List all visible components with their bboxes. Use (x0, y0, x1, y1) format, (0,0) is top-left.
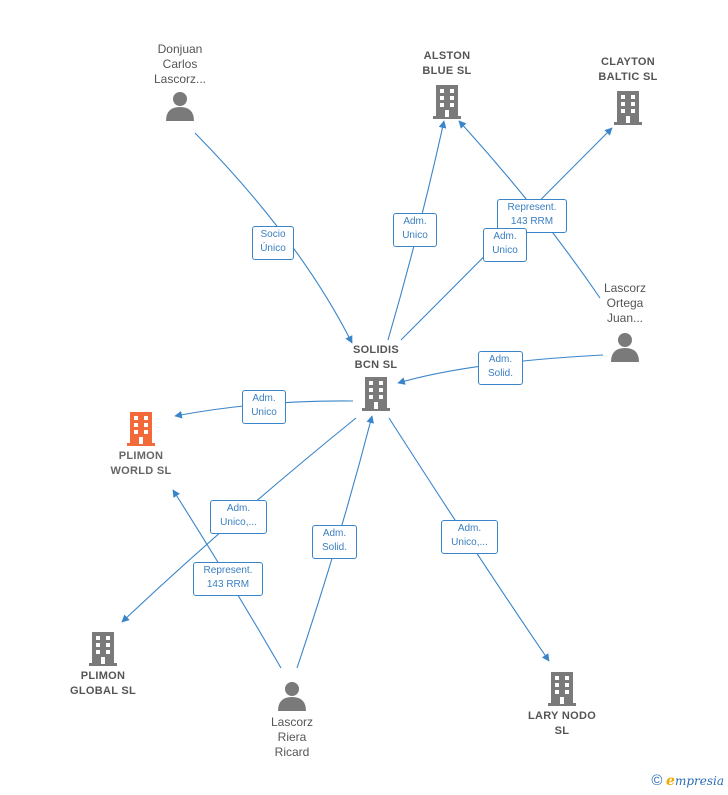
copyright-icon: © (651, 772, 663, 789)
empresia-watermark: © empresia (651, 772, 724, 789)
node-label: SOLIDIS BCN SL (352, 344, 400, 371)
node-company-plimon-global[interactable]: PLIMON GLOBAL SL (58, 630, 148, 699)
node-label: LARY NODO SL (527, 710, 597, 737)
brand-logo: empresia (666, 773, 724, 789)
building-icon (614, 91, 642, 125)
edge-label-adm-unico-alston[interactable]: Adm. Unico (393, 213, 437, 247)
node-company-clayton[interactable]: CLAYTON BALTIC SL (588, 55, 668, 125)
edge-label-represent-plimon-world[interactable]: Represent. 143 RRM (193, 562, 263, 596)
node-company-plimon-world[interactable]: PLIMON WORLD SL (96, 410, 186, 479)
edge-label-adm-unico-plimon-world[interactable]: Adm. Unico (242, 390, 286, 424)
node-company-alston[interactable]: ALSTON BLUE SL (409, 49, 485, 119)
node-label: CLAYTON BALTIC SL (598, 56, 658, 83)
person-icon (166, 92, 194, 121)
node-company-lary-nodo[interactable]: LARY NODO SL (520, 670, 604, 739)
node-label: PLIMON GLOBAL SL (69, 670, 137, 697)
edge-label-adm-solid-ortega[interactable]: Adm. Solid. (478, 351, 523, 385)
node-label: Lascorz Riera Ricard (270, 715, 314, 759)
person-icon (611, 333, 639, 362)
building-icon (362, 377, 390, 411)
edge-label-adm-unico-clayton[interactable]: Adm. Unico (483, 228, 527, 262)
building-icon (433, 85, 461, 119)
node-label: PLIMON WORLD SL (110, 450, 172, 477)
node-person-lascorz-ortega[interactable]: Lascorz Ortega Juan... (585, 281, 665, 362)
node-label: Donjuan Carlos Lascorz... (153, 42, 207, 86)
node-person-lascorz-riera[interactable]: Lascorz Riera Ricard (252, 681, 332, 760)
node-company-solidis[interactable]: SOLIDIS BCN SL (340, 343, 412, 411)
edge-label-adm-solid-riera[interactable]: Adm. Solid. (312, 525, 357, 559)
node-person-donjuan[interactable]: Donjuan Carlos Lascorz... (140, 42, 220, 121)
node-label: Lascorz Ortega Juan... (603, 281, 647, 325)
edge-label-adm-unico-plimon-global[interactable]: Adm. Unico,... (210, 500, 267, 534)
building-icon (89, 632, 117, 666)
edge-label-represent-clayton[interactable]: Represent. 143 RRM (497, 199, 567, 233)
edge-label-adm-unico-lary[interactable]: Adm. Unico,... (441, 520, 498, 554)
node-label: ALSTON BLUE SL (422, 50, 472, 77)
edge-label-socio-unico[interactable]: Socio Único (252, 226, 294, 260)
person-icon (278, 682, 306, 711)
building-icon (548, 672, 576, 706)
building-icon (127, 412, 155, 446)
